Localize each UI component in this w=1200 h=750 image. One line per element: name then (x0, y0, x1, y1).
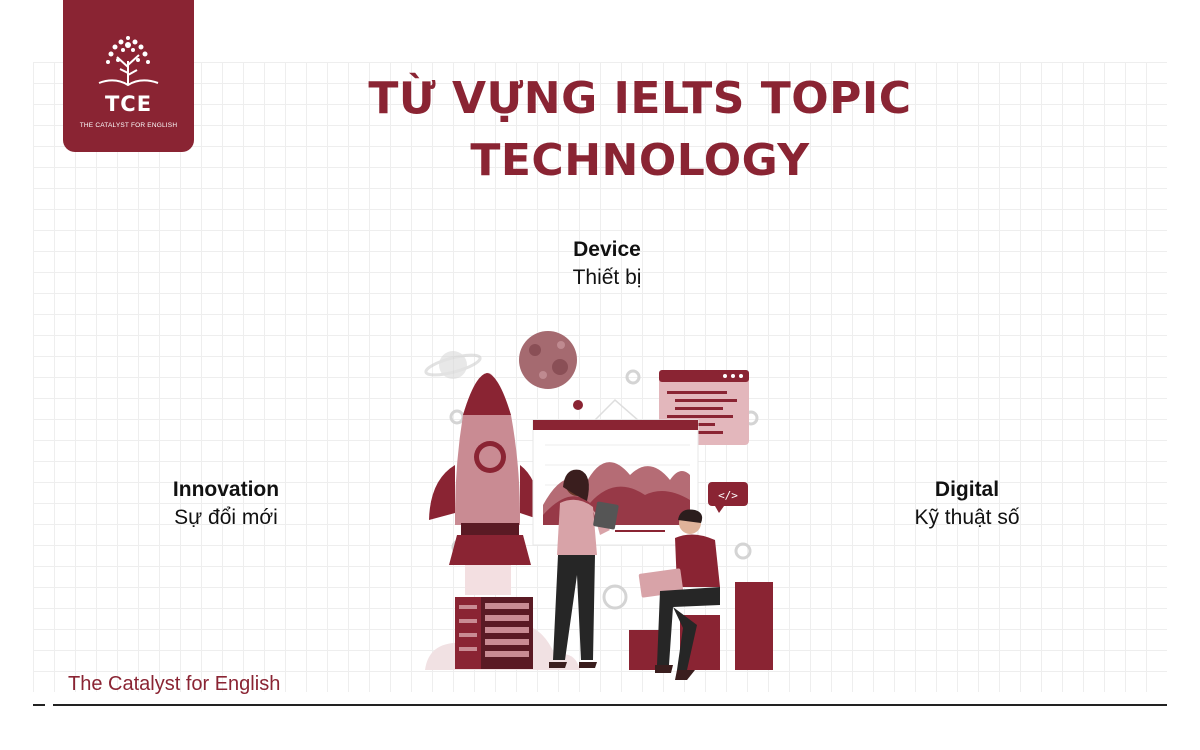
title-line-2: TECHNOLOGY (470, 135, 810, 186)
page-title: TỪ VỰNG IELTS TOPIC TECHNOLOGY (340, 68, 940, 192)
tree-book-logo-icon (98, 36, 159, 87)
logo-tagline: THE CATALYST FOR ENGLISH (79, 122, 178, 129)
footer-divider-dash (33, 704, 45, 706)
code-badge: </> (718, 489, 738, 502)
server-rack-icon (455, 597, 533, 669)
chart-window-icon (532, 419, 699, 546)
term-english: Innovation (172, 478, 280, 501)
footer-brand: The Catalyst for English (68, 673, 281, 695)
term-vietnamese: Kỹ thuật số (914, 506, 1020, 529)
code-bubble-icon: </> (708, 482, 748, 513)
term-digital: Digital Kỹ thuật số (867, 476, 1067, 532)
grid-background (33, 62, 1167, 692)
brand-logo[interactable]: TCE THE CATALYST FOR ENGLISH (63, 0, 194, 152)
term-english: Device (573, 238, 641, 261)
term-innovation: Innovation Sự đổi mới (126, 476, 326, 532)
term-vietnamese: Sự đổi mới (174, 506, 278, 529)
ringed-planet-icon (424, 351, 482, 379)
footer-divider (53, 704, 1167, 706)
term-device: Device Thiết bị (507, 236, 707, 292)
planet-icon (519, 331, 577, 389)
rocket-icon (429, 372, 541, 595)
term-vietnamese: Thiết bị (572, 266, 642, 289)
technology-illustration: </> (424, 331, 773, 680)
man-figure (638, 509, 720, 680)
woman-figure (549, 469, 619, 668)
logo-name: TCE (104, 92, 153, 116)
term-english: Digital (934, 478, 1000, 501)
title-line-1: TỪ VỰNG IELTS TOPIC (368, 73, 912, 124)
